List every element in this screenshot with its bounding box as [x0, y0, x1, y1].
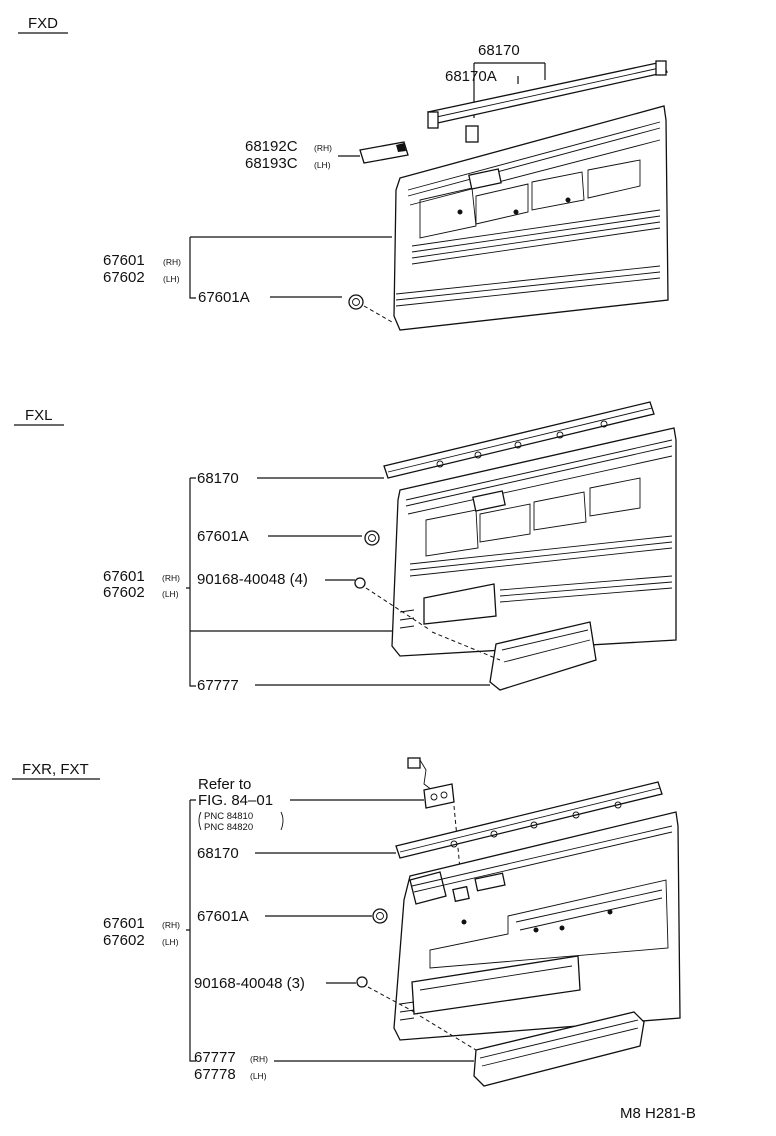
door-trim-panel-fxd: [393, 105, 669, 331]
label-fxr-67601a: 67601A: [197, 908, 249, 925]
section-fxl: FXL 68170 67601A 67601 (RH) 67602 (LH) 9…: [14, 401, 677, 694]
label-fxd-67601: 67601: [103, 252, 145, 269]
door-trim-panel-fxr: [393, 811, 681, 1041]
label-fxr-67778-suffix: (LH): [250, 1071, 267, 1081]
section-title-fxr-fxt: FXR, FXT: [22, 761, 89, 778]
label-fxd-68170: 68170: [478, 42, 520, 59]
label-fxd-67601-suffix: (RH): [163, 257, 181, 267]
screw-fxr: [356, 976, 419, 1015]
label-fxr-pnc-84810: PNC 84810: [204, 811, 253, 822]
pnc-brackets: [198, 811, 284, 831]
label-fxd-68193c-suffix: (LH): [314, 160, 331, 170]
label-fxr-67602-suffix: (LH): [162, 937, 179, 947]
armrest-pocket-fxr: [419, 1011, 645, 1087]
clip-fxd: [348, 294, 393, 323]
armrest-pocket-fxl: [431, 621, 597, 691]
weatherstrip-fxr: [395, 781, 663, 859]
label-fxl-67602-suffix: (LH): [162, 589, 179, 599]
handle-bezel-fxd: [359, 141, 409, 164]
label-fxl-67601: 67601: [103, 568, 145, 585]
label-fxd-67602: 67602: [103, 269, 145, 286]
clip-fxl: [364, 530, 380, 546]
label-fxr-pnc-84820: PNC 84820: [204, 822, 253, 833]
section-fxr-fxt: FXR, FXT Refer to FIG. 84–01 PNC 84810 P…: [12, 757, 681, 1087]
bracket-fxd-panel: [189, 236, 392, 299]
label-fxl-67602: 67602: [103, 584, 145, 601]
section-fxd: FXD 68170 68170A 68192C (RH) 68193C (LH)…: [18, 15, 669, 331]
label-fxr-fig-ref: FIG. 84–01: [198, 792, 273, 809]
label-fxl-67601a: 67601A: [197, 528, 249, 545]
label-fxr-67602: 67602: [103, 932, 145, 949]
label-fxl-68170: 68170: [197, 470, 239, 487]
label-fxr-68170: 68170: [197, 845, 239, 862]
label-fxd-68192c-suffix: (RH): [314, 143, 332, 153]
label-fxr-refer-to: Refer to: [198, 776, 251, 793]
footer-code: M8 H281-B: [620, 1105, 696, 1122]
section-title-fxd: FXD: [28, 15, 58, 32]
label-fxd-68170a: 68170A: [445, 68, 497, 85]
weatherstrip-fxl: [383, 401, 655, 479]
label-fxl-67777: 67777: [197, 677, 239, 694]
label-fxl-90168: 90168-40048 (4): [197, 571, 308, 588]
label-fxr-67778: 67778: [194, 1066, 236, 1083]
label-fxd-68193c: 68193C: [245, 155, 298, 172]
label-fxr-67777-suffix: (RH): [250, 1054, 268, 1064]
label-fxd-67602-suffix: (LH): [163, 274, 180, 284]
label-fxr-67601-suffix: (RH): [162, 920, 180, 930]
power-window-switch-fxr: [407, 757, 463, 891]
label-fxr-67601: 67601: [103, 915, 145, 932]
clip-fxr: [372, 908, 388, 924]
label-fxl-67601-suffix: (RH): [162, 573, 180, 583]
screw-fxl: [354, 577, 431, 631]
label-fxd-68192c: 68192C: [245, 138, 298, 155]
label-fxd-67601a: 67601A: [198, 289, 250, 306]
bracket-fxl: [186, 477, 392, 687]
label-fxr-90168: 90168-40048 (3): [194, 975, 305, 992]
section-title-fxl: FXL: [25, 407, 53, 424]
label-fxr-67777: 67777: [194, 1049, 236, 1066]
bracket-fxr: [186, 799, 196, 1062]
weatherstrip-fxd: [427, 60, 668, 143]
